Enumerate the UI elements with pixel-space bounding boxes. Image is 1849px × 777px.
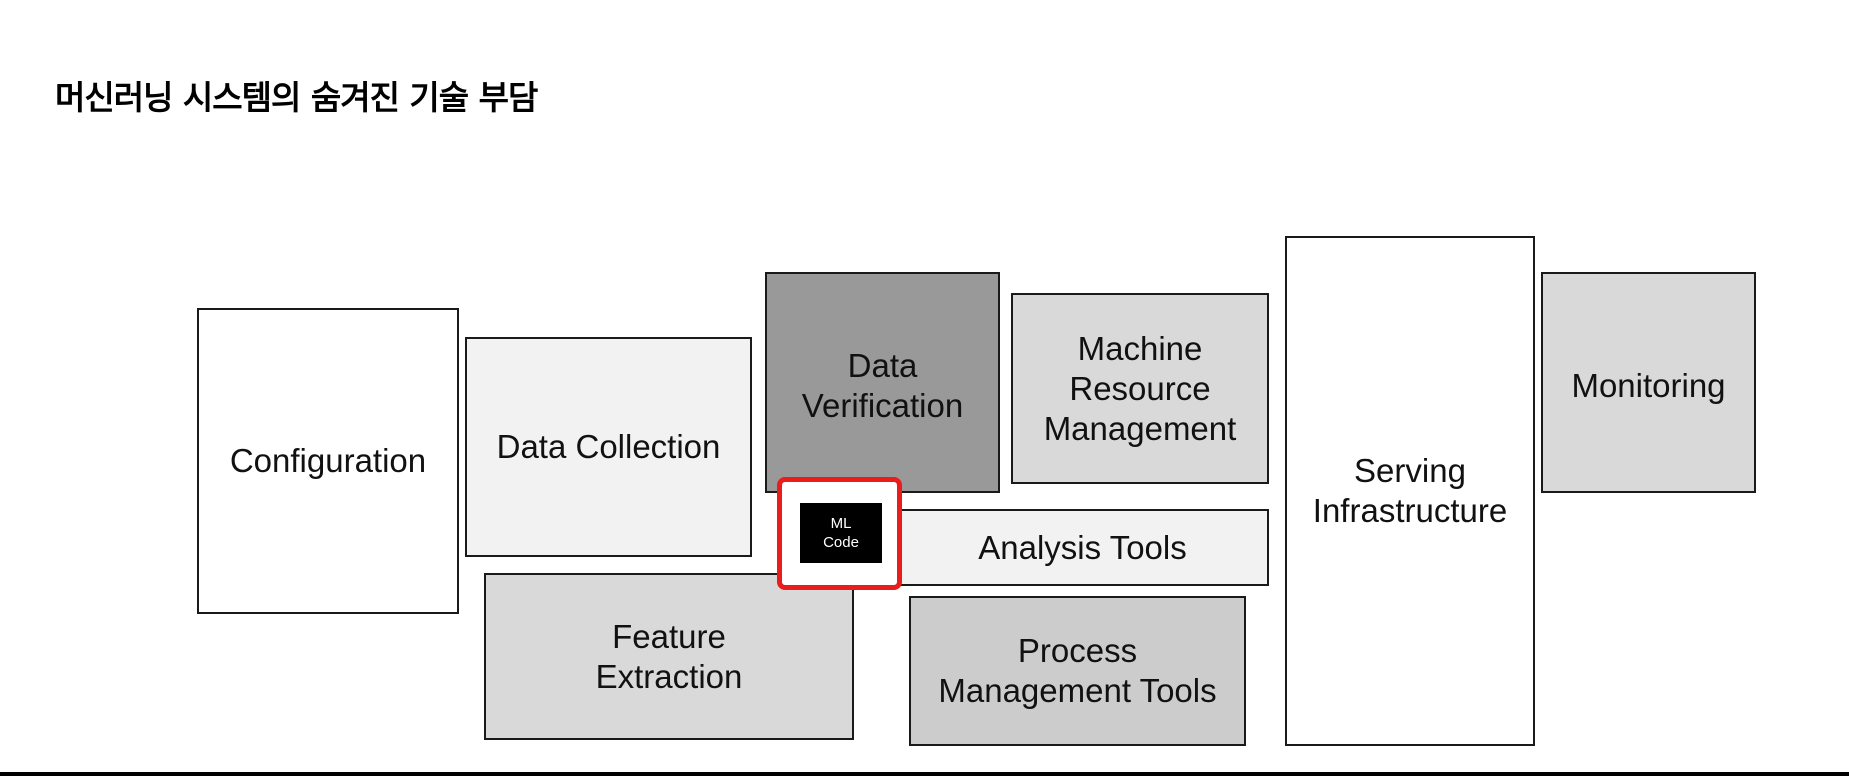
monitoring-label: Monitoring: [1571, 367, 1726, 404]
analysis-tools-box: Analysis Tools: [896, 509, 1269, 586]
configuration-box: Configuration: [197, 308, 459, 614]
bottom-divider: [0, 772, 1849, 776]
machine-resource-management-box: Machine Resource Management: [1011, 293, 1269, 484]
feature-extraction-label: Feature Extraction: [595, 617, 743, 695]
process-management-tools-box: Process Management Tools: [909, 596, 1246, 746]
analysis-tools-label: Analysis Tools: [978, 528, 1187, 566]
process-management-tools-label: Process Management Tools: [938, 632, 1217, 709]
serving-infrastructure-box: Serving Infrastructure: [1285, 236, 1535, 746]
feature-extraction-box: Feature Extraction: [484, 573, 854, 740]
data-collection-box: Data Collection: [465, 337, 752, 557]
page-title: 머신러닝 시스템의 숨겨진 기술 부담: [55, 78, 538, 117]
monitoring-box: Monitoring: [1541, 272, 1756, 493]
data-verification-label: Data Verification: [801, 347, 964, 424]
ml-code-box: ML Code: [800, 503, 882, 563]
ml-code-label-line2: Code: [823, 534, 859, 551]
configuration-label: Configuration: [229, 442, 427, 479]
data-verification-box: Data Verification: [765, 272, 1000, 493]
serving-infrastructure-label: Serving Infrastructure: [1312, 452, 1508, 529]
data-collection-label: Data Collection: [496, 428, 721, 465]
ml-code-label-line1: ML: [830, 515, 852, 532]
machine-resource-management-label: Machine Resource Management: [1043, 329, 1237, 447]
